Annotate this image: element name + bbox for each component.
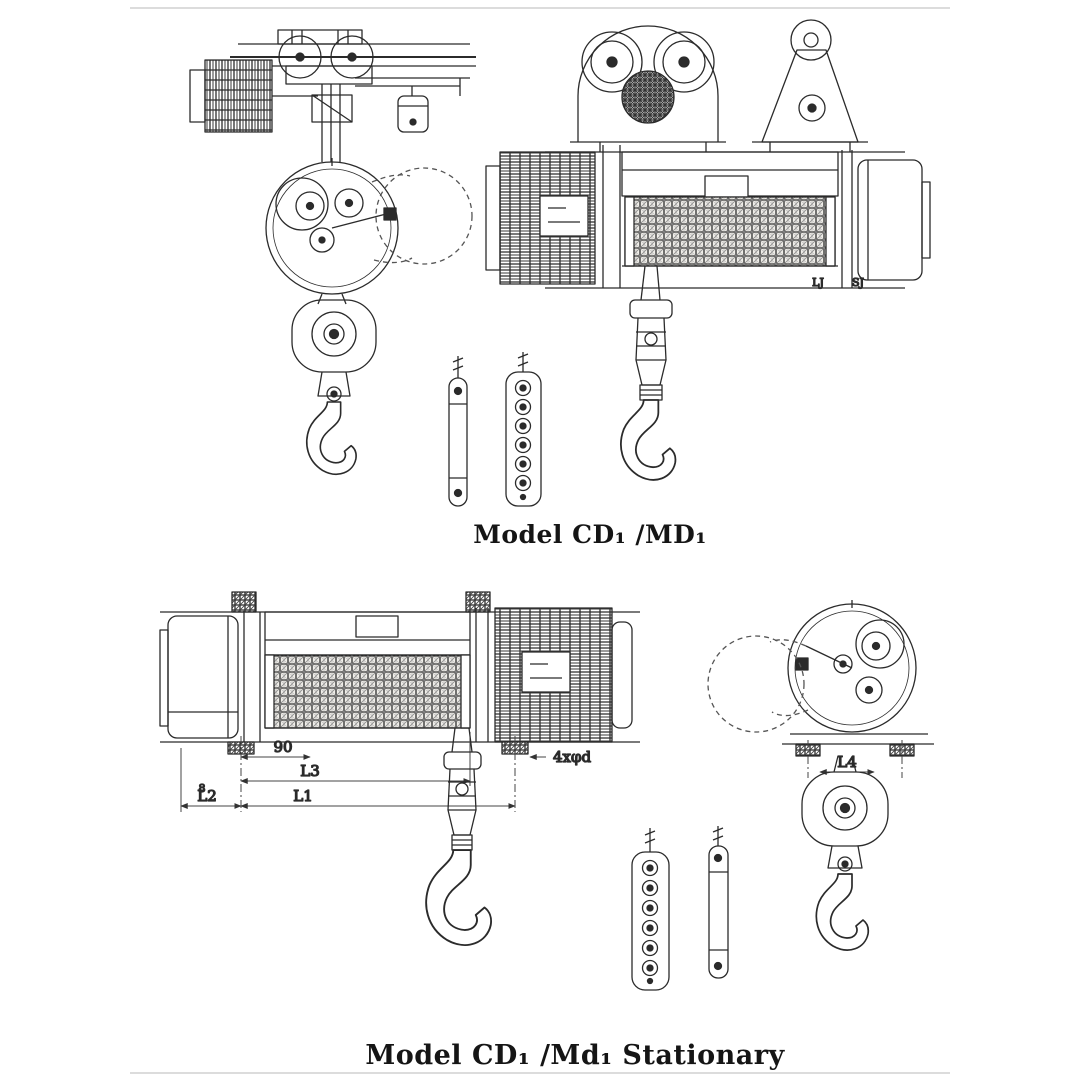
limit-switch-box (397, 86, 429, 133)
hook-top (620, 399, 677, 481)
rope-drum-bottom (264, 654, 471, 729)
phantom-housing-dashed-bottom (707, 635, 809, 733)
dim-90: 90 (273, 738, 292, 756)
hook-bottom-left (425, 849, 493, 946)
pendant-strap-top (448, 356, 468, 507)
caption-model-cd1-md1: Model CD₁ /MD₁ (473, 520, 707, 549)
base-bracket (782, 733, 934, 778)
idler-bracket (752, 19, 868, 152)
hook-block-side (291, 293, 377, 402)
caption-model-cd1-md1-stationary: Model CD₁ /Md₁ Stationary (365, 1040, 785, 1071)
lifting-handle (355, 615, 399, 638)
rope-guide-housing-bottom (787, 600, 917, 733)
side-view-bottom: L4 (707, 600, 934, 951)
mounting-lugs (231, 591, 491, 613)
pendant-control-bottom (631, 828, 670, 991)
hoist-body-bottom (159, 607, 640, 755)
hook-side (305, 401, 357, 476)
dim-l2: L2 (197, 787, 217, 805)
figure-top: LJ SJ (189, 19, 931, 507)
drum-cover-bottom (264, 611, 471, 656)
label-lj: LJ (812, 276, 824, 289)
hook-assembly-bottom-left (425, 727, 493, 946)
front-view-bottom: 90 8 L3 L1 L2 4xφd (159, 591, 640, 946)
gearbox-front (841, 150, 931, 288)
side-view-top (189, 29, 476, 476)
hook-assembly-top (620, 265, 677, 481)
trolley-wheel (653, 31, 715, 93)
drive-disc (621, 70, 675, 124)
suspension-bars-bottom (243, 612, 261, 742)
trolley-wheel-side (278, 35, 374, 79)
dim-8: 8 (199, 782, 206, 795)
dim-l1: L1 (293, 787, 313, 805)
rope-drum (622, 196, 838, 267)
phantom-housing-dashed (371, 167, 473, 265)
lifting-handle (704, 175, 749, 198)
trolley-wheel (581, 31, 643, 93)
label-bolt-pattern: 4xφd (553, 748, 592, 766)
push-arm (355, 77, 470, 96)
pendant-buttons (514, 379, 532, 492)
label-sj: SJ (852, 276, 864, 289)
suspension-bars (602, 145, 621, 288)
hoist-body-top (485, 145, 931, 289)
pendant-control-top (505, 352, 542, 507)
gearbox-front-bottom (159, 615, 239, 739)
junction-box (539, 195, 589, 237)
front-view-top: LJ SJ (485, 19, 931, 481)
figure-bottom: 90 8 L3 L1 L2 4xφd (159, 591, 934, 991)
pendant-strap-bottom (708, 826, 729, 979)
suspension-column (285, 65, 373, 162)
dim-l3: L3 (300, 762, 320, 780)
drum-cover (621, 151, 839, 198)
dimensions-bottom (180, 732, 546, 812)
hook-block-side-bottom (801, 755, 889, 951)
hook-bottom-right (815, 873, 870, 951)
rope-guide-housing (265, 158, 399, 295)
trolley-motor-side (189, 59, 318, 133)
trolley-assembly (570, 25, 726, 152)
motor-front (485, 151, 596, 285)
junction-box (521, 651, 571, 693)
pendant-buttons (641, 859, 659, 977)
motor-front-bottom (494, 607, 633, 743)
